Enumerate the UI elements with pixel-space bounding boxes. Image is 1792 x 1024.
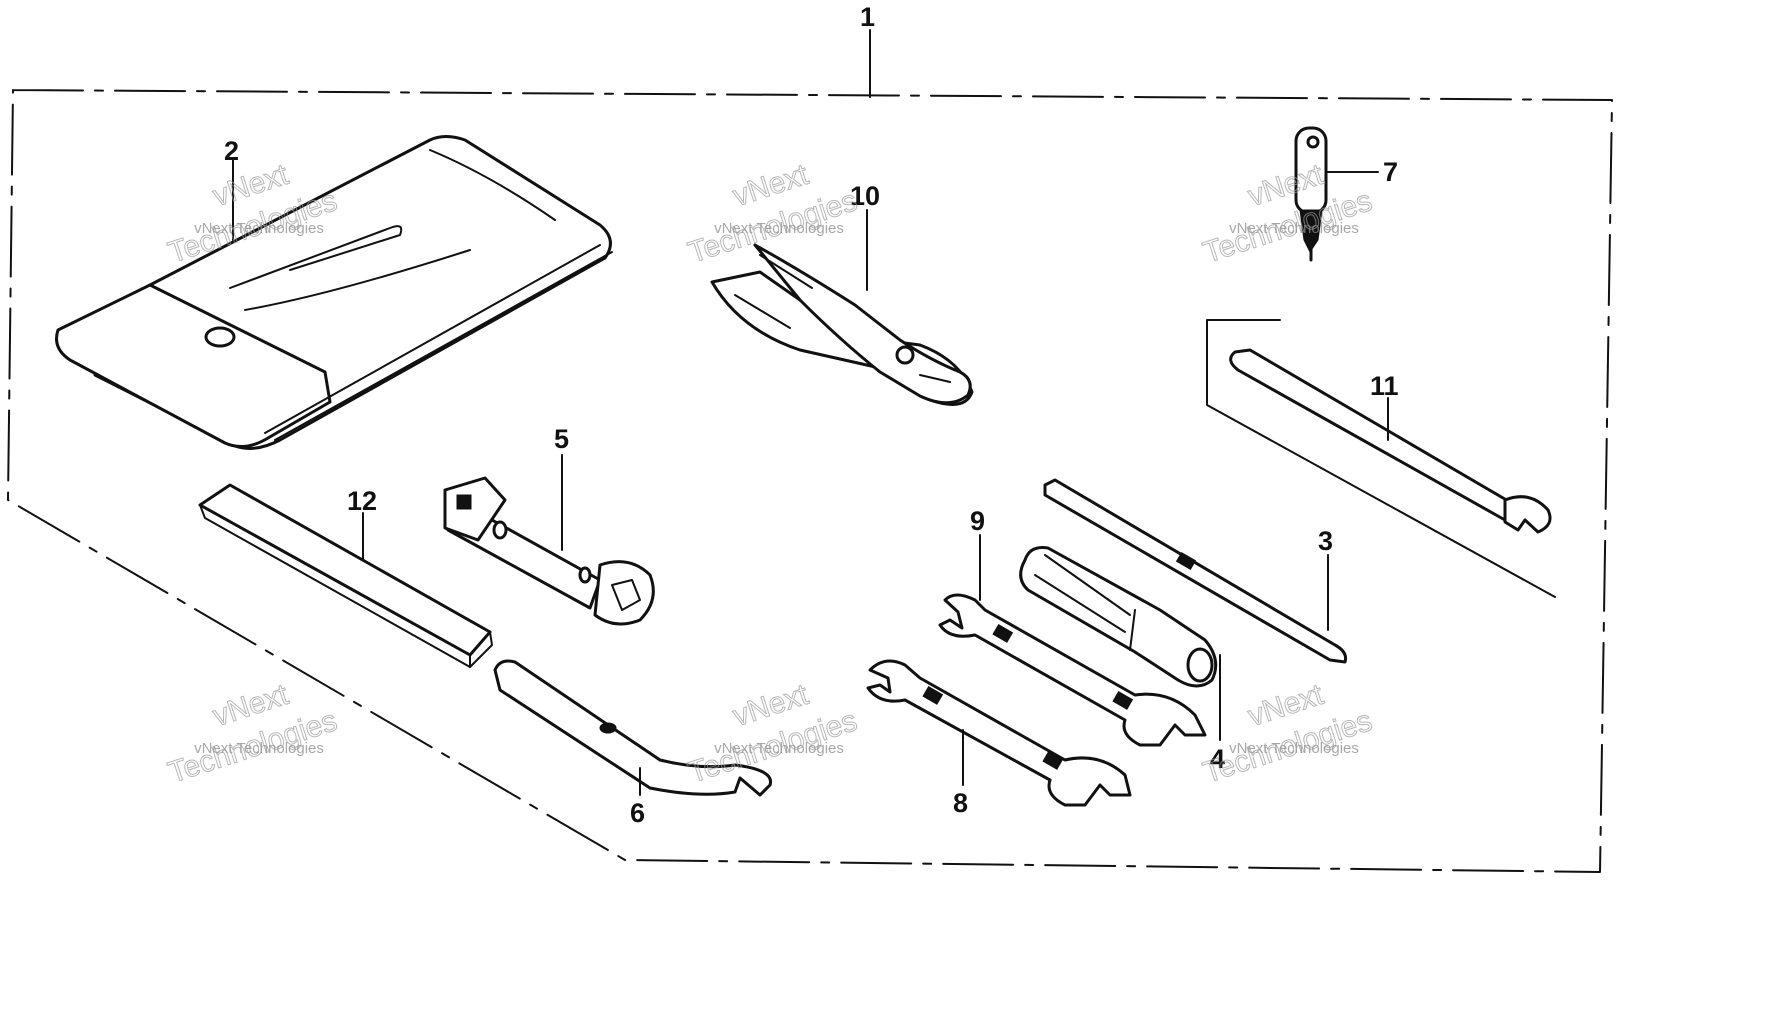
watermark-6: vNext vNext Technologies Technologies [1199, 677, 1377, 790]
callout-9-label: 9 [970, 506, 985, 536]
callout-1-label: 1 [860, 2, 875, 32]
callout-2: 2 [224, 136, 239, 241]
flat-bar [198, 483, 493, 668]
callout-9: 9 [970, 506, 985, 601]
watermark-6-line: vNext Technologies [1229, 740, 1359, 757]
tool-pouch [55, 135, 613, 450]
callout-7-label: 7 [1383, 157, 1398, 187]
pliers [710, 243, 974, 406]
screwdriver-grip [1294, 126, 1328, 262]
callout-7: 7 [1325, 157, 1398, 187]
wrench-handle-long [1206, 319, 1556, 598]
watermark-3: vNext vNext Technologies Technologies [1199, 157, 1377, 270]
callout-5: 5 [554, 424, 569, 551]
callout-12-label: 12 [347, 486, 377, 516]
callout-6: 6 [630, 767, 645, 828]
watermark-4: vNext vNext Technologies Technologies [164, 677, 342, 790]
callout-3: 3 [1318, 526, 1333, 631]
callout-10-label: 10 [850, 181, 880, 211]
callout-11: 11 [1370, 371, 1399, 441]
watermark-3-line: vNext Technologies [1229, 220, 1359, 237]
callout-10: 10 [850, 181, 880, 291]
screwdriver-handle [1019, 546, 1218, 688]
callout-2-label: 2 [224, 136, 239, 166]
watermark-5-line: vNext Technologies [714, 740, 844, 757]
wrench-lower [866, 659, 1132, 807]
callout-6-label: 6 [630, 798, 645, 828]
callout-12: 12 [347, 486, 377, 561]
callout-3-label: 3 [1318, 526, 1333, 556]
wrench-upper [938, 593, 1207, 747]
callout-11-label: 11 [1370, 371, 1399, 401]
callout-4-label: 4 [1210, 744, 1225, 774]
callout-1: 1 [860, 2, 875, 98]
watermark-4-line: vNext Technologies [194, 740, 324, 757]
callout-4: 4 [1210, 654, 1225, 774]
watermark-2-line: vNext Technologies [714, 220, 844, 237]
pin-spanner [493, 659, 773, 797]
callout-8-label: 8 [953, 788, 968, 818]
screwdriver-shaft [1043, 478, 1347, 664]
callout-5-label: 5 [554, 424, 569, 454]
kit-boundary [7, 89, 1613, 873]
plug-socket-spanner [443, 476, 655, 626]
callout-8: 8 [953, 729, 968, 818]
watermark-1-line: vNext Technologies [194, 220, 324, 237]
